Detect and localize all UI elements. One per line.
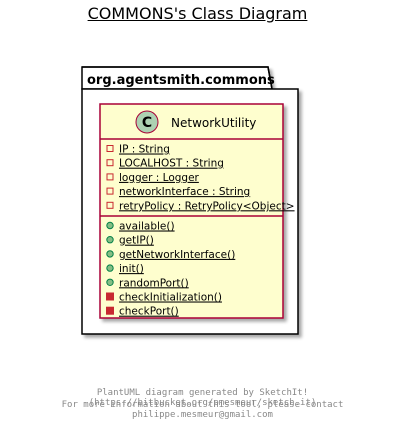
- class-method: available(): [119, 221, 175, 233]
- footer-generated-by: PlantUML diagram generated by SketchIt! …: [88, 388, 317, 408]
- public-visibility-icon: [106, 278, 114, 286]
- class-field: networkInterface : String: [119, 186, 250, 198]
- class-method: init(): [119, 263, 144, 275]
- package-name: org.agentsmith.commons: [87, 73, 275, 88]
- class-stereotype-letter: C: [142, 115, 152, 131]
- public-visibility-icon: [106, 264, 114, 272]
- class-method: getNetworkInterface(): [119, 249, 235, 261]
- class-field: IP : String: [119, 144, 170, 156]
- public-visibility-icon: [106, 221, 114, 230]
- private-field-visibility-icon: [106, 201, 114, 209]
- footer-contact: For more information about this tool, pl…: [61, 400, 344, 420]
- private-method-visibility-icon: [106, 292, 114, 301]
- diagram-title: COMMONS's Class Diagram: [87, 4, 308, 23]
- class-stereotype-circle: [135, 110, 159, 134]
- class-field: retryPolicy : RetryPolicy<Object>: [119, 200, 295, 212]
- private-field-visibility-icon: [106, 187, 114, 195]
- class-field: LOCALHOST : String: [119, 158, 224, 170]
- private-field-visibility-icon: [106, 145, 114, 152]
- public-visibility-icon: [106, 236, 114, 244]
- class-method: getIP(): [119, 235, 154, 247]
- private-method-visibility-icon: [106, 306, 114, 315]
- class-method: checkInitialization(): [119, 292, 222, 304]
- class-method: randomPort(): [119, 277, 189, 289]
- class-method: checkPort(): [119, 306, 179, 318]
- class-name: NetworkUtility: [171, 116, 256, 130]
- public-visibility-icon: [106, 250, 114, 258]
- class-field: logger : Logger: [119, 172, 200, 184]
- private-field-visibility-icon: [106, 159, 114, 167]
- private-field-visibility-icon: [106, 173, 114, 181]
